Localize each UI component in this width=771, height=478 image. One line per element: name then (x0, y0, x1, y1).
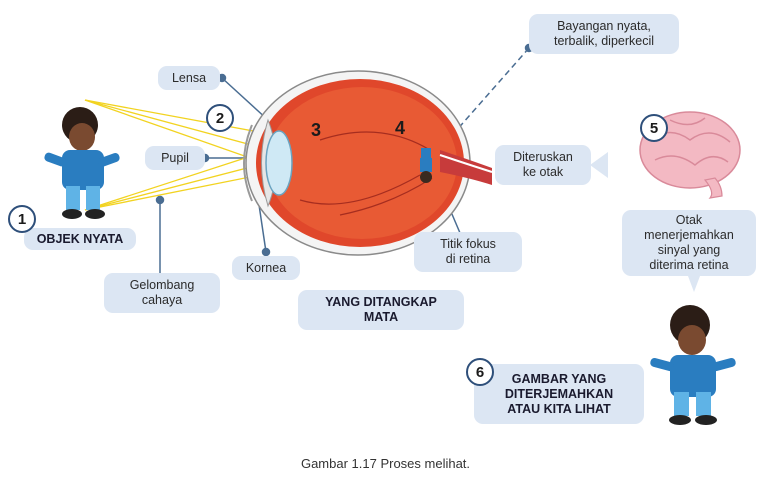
label-diteruskan: Diteruskan ke otak (495, 145, 591, 185)
eye-cross-section (243, 70, 493, 256)
label-titik-fokus: Titik fokus di retina (414, 232, 522, 272)
label-kornea: Kornea (232, 256, 300, 280)
label-pupil: Pupil (145, 146, 205, 170)
label-gambar-yang-diterjemahkan: GAMBAR YANG DITERJEMAHKAN ATAU KITA LIHA… (474, 364, 644, 424)
step-number-3: 3 (310, 119, 321, 140)
label-otak-menerjemahkan: Otak menerjemahkan sinyal yang diterima … (622, 210, 756, 276)
step-number-2: 2 (206, 104, 234, 132)
figure-caption: Gambar 1.17 Proses melihat. (300, 456, 471, 471)
step-number-6: 6 (466, 358, 494, 386)
step-number-4: 4 (394, 117, 405, 138)
child-object-figure (44, 107, 120, 219)
step-number-1: 1 (8, 205, 36, 233)
label-lensa: Lensa (158, 66, 220, 90)
label-bayangan: Bayangan nyata, terbalik, diperkecil (529, 14, 679, 54)
speech-tail-otak (688, 276, 700, 292)
speech-tail-diteruskan (590, 152, 608, 178)
child-viewer-figure (650, 305, 736, 425)
label-gelombang-cahaya: Gelombang cahaya (104, 273, 220, 313)
step-number-5: 5 (640, 114, 668, 142)
label-yang-ditangkap-mata: YANG DITANGKAP MATA (298, 290, 464, 330)
label-objek-nyata: OBJEK NYATA (24, 228, 136, 250)
